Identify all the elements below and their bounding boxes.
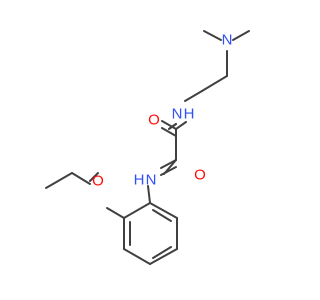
atom-h-amide-top: H xyxy=(184,106,195,123)
atom-labels: N N H O O N H O xyxy=(92,32,232,190)
atom-o-bottom: O xyxy=(194,167,206,184)
atom-o-top: O xyxy=(148,112,160,129)
bond-nh-c1b xyxy=(169,123,177,129)
bond-c2-o-bottom-a xyxy=(160,159,177,169)
bond-methyl-left xyxy=(203,30,222,41)
ring-bond-6 xyxy=(149,202,178,219)
bonds xyxy=(45,30,250,265)
atom-h-amide-bottom: H xyxy=(134,172,145,189)
molecule-diagram: N N H O O N H O xyxy=(45,30,250,265)
ring-double-3 xyxy=(152,209,172,222)
atom-n-amide-top: N xyxy=(172,106,183,123)
bond-c2-nh-bottom xyxy=(163,159,177,175)
ring-double-2 xyxy=(152,246,172,259)
bond-ch2-nh xyxy=(184,90,203,102)
atom-n-amide-bottom: N xyxy=(146,172,157,189)
atom-o-ether: O xyxy=(92,173,104,190)
bond-o-ch2 xyxy=(89,172,99,182)
bond-ch2-ch3 xyxy=(45,172,73,189)
bond-ring-o xyxy=(106,207,125,219)
bond-methyl-right xyxy=(232,30,250,41)
bond-c1-o-top-a xyxy=(161,120,177,130)
bond-ch2-ch2 xyxy=(201,75,228,92)
ring-bond-4 xyxy=(149,248,178,265)
bond-nh-ring xyxy=(147,185,151,204)
atom-n-dimethylamino: N xyxy=(222,32,233,49)
structure-svg: N N H O O N H O xyxy=(45,30,250,265)
ring-bond-3 xyxy=(123,248,151,265)
bond-c1-o-top-b xyxy=(161,127,177,137)
ring-bond-1 xyxy=(123,202,151,219)
bond-c1-nh-top xyxy=(175,121,187,130)
bond-o-ch2b xyxy=(71,172,91,185)
